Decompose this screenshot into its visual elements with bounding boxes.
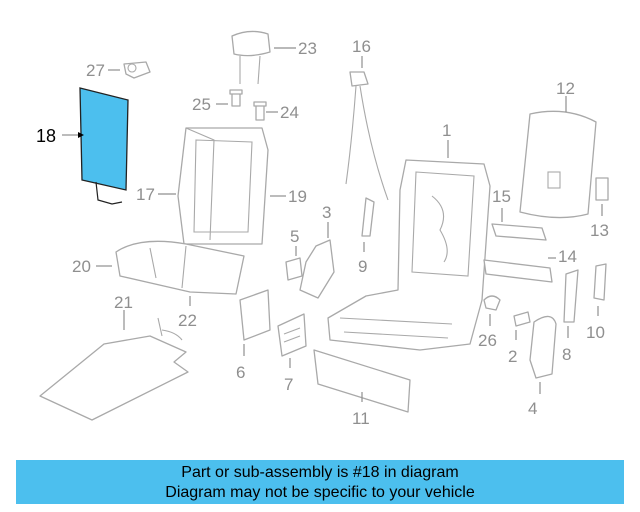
callout-10: 10 [586,323,605,342]
info-banner: Part or sub-assembly is #18 in diagram D… [16,460,624,504]
callout-5: 5 [290,227,299,246]
callout-18: 18 [36,126,56,146]
callout-4: 4 [528,399,537,418]
part-5-clip [285,257,303,281]
part-14-bracket [483,259,553,283]
callout-9: 9 [358,257,367,276]
callout-12: 12 [556,79,575,98]
callout-8: 8 [562,345,571,364]
part-7-mechanism [277,313,307,357]
part-15-rail [491,223,547,241]
part-12-seat-back-cover [519,110,597,219]
callout-25: 25 [192,95,211,114]
part-6-panel [239,289,271,341]
callout-14: 14 [558,247,577,266]
part-20-seat-cushion [115,240,245,295]
callout-26: 26 [478,331,497,350]
part-19-seat-back [177,127,269,245]
callout-3: 3 [322,203,331,222]
callout-21: 21 [114,293,133,312]
part-3-bracket [299,239,335,299]
parts-diagram: 18 27 23 25 24 17 19 20 22 [36,30,609,428]
part-21-floor-panel [39,317,189,421]
banner-line-2: Diagram may not be specific to your vehi… [165,484,475,501]
callout-7: 7 [284,375,293,394]
part-1-seat-frame [327,159,491,351]
callout-23: 23 [298,39,317,58]
part-27-clip [123,61,151,79]
part-16-cable [345,71,389,201]
part-9-strap [361,197,375,237]
callout-24: 24 [280,103,299,122]
callout-19: 19 [288,187,307,206]
part-26-knob [483,295,501,311]
part-13-latch [595,177,609,201]
part-2-handle [513,311,531,327]
part-10-bar [593,263,607,301]
part-25-guide [229,89,243,107]
callout-27: 27 [86,61,105,80]
banner-line-1: Part or sub-assembly is #18 in diagram [181,464,459,481]
callout-2: 2 [508,347,517,366]
callout-13: 13 [590,221,609,240]
callout-22: 22 [178,311,197,330]
part-4-side-cover [529,315,557,379]
callout-1: 1 [442,121,451,140]
callout-16: 16 [352,37,371,56]
callout-6: 6 [236,363,245,382]
callout-11: 11 [352,409,370,428]
callout-17: 17 [136,185,155,204]
part-24-guide [253,101,267,121]
callout-15: 15 [492,187,511,206]
part-8-trim-strip [563,269,579,323]
part-23-headrest [231,30,271,85]
part-11-lower-trim [313,349,411,413]
callout-20: 20 [72,257,91,276]
part-18-seat-back-panel[interactable] [79,87,129,205]
